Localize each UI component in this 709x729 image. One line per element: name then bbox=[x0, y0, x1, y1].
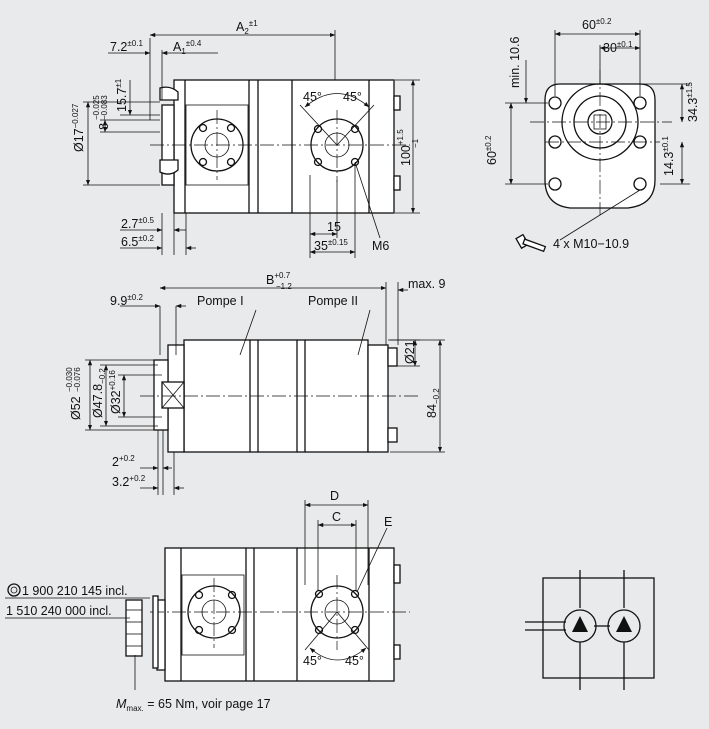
svg-text:max. 9: max. 9 bbox=[408, 277, 446, 291]
svg-text:2.7±0.5: 2.7±0.5 bbox=[121, 216, 154, 231]
end-view bbox=[505, 30, 690, 253]
svg-text:−1: −1 bbox=[411, 138, 420, 148]
svg-text:84−0.2: 84−0.2 bbox=[425, 388, 441, 418]
svg-text:Ø32+0.16: Ø32+0.16 bbox=[108, 370, 123, 414]
svg-text:30±0.1: 30±0.1 bbox=[603, 40, 633, 55]
svg-text:3.2+0.2: 3.2+0.2 bbox=[112, 474, 146, 489]
svg-text:−0.083: −0.083 bbox=[100, 95, 109, 120]
svg-text:A2±1: A2±1 bbox=[236, 19, 258, 36]
svg-text:15.7±1: 15.7±1 bbox=[114, 78, 129, 112]
svg-text:min. 10.6: min. 10.6 bbox=[508, 37, 522, 88]
svg-text:−0.030: −0.030 bbox=[65, 367, 74, 392]
svg-text:7.2±0.1: 7.2±0.1 bbox=[110, 39, 143, 54]
svg-text:34.3±1.5: 34.3±1.5 bbox=[685, 82, 700, 122]
bolt-icon bbox=[515, 233, 547, 253]
svg-text:Pompe I: Pompe I bbox=[197, 294, 244, 308]
svg-text:100+1.5: 100+1.5 bbox=[396, 129, 413, 166]
svg-text:−1.2: −1.2 bbox=[276, 282, 292, 291]
svg-text:B+0.7: B+0.7 bbox=[266, 271, 291, 287]
svg-text:A1±0.4: A1±0.4 bbox=[173, 39, 202, 56]
circle-symbol-icon bbox=[7, 583, 21, 597]
svg-text:Ø52: Ø52 bbox=[69, 396, 83, 420]
svg-text:35±0.15: 35±0.15 bbox=[314, 238, 348, 253]
pump-symbol-icon bbox=[563, 609, 597, 643]
svg-text:6.5±0.2: 6.5±0.2 bbox=[121, 234, 154, 249]
pump-symbol-icon bbox=[607, 609, 641, 643]
svg-text:−0.076: −0.076 bbox=[73, 367, 82, 392]
svg-text:9.9±0.2: 9.9±0.2 bbox=[110, 293, 143, 308]
hydraulic-symbol bbox=[525, 570, 655, 690]
svg-text:Ø47.8−0.2: Ø47.8−0.2 bbox=[91, 368, 107, 418]
side-view bbox=[85, 282, 445, 495]
bottom-view bbox=[5, 500, 410, 690]
svg-text:Ø17−0.027: Ø17−0.027 bbox=[71, 103, 86, 152]
svg-text:60±0.2: 60±0.2 bbox=[582, 17, 612, 32]
svg-text:Ø21: Ø21 bbox=[403, 340, 417, 364]
svg-text:45°: 45° bbox=[303, 90, 322, 104]
svg-text:E: E bbox=[384, 515, 392, 529]
svg-text:1 900 210 145 incl.: 1 900 210 145 incl. bbox=[22, 584, 128, 598]
labels: A2±1 7.2±0.1 A1±0.4 15.7±1 8 −0.025 −0.0… bbox=[6, 17, 700, 713]
svg-text:−0.025: −0.025 bbox=[92, 95, 101, 120]
svg-text:2+0.2: 2+0.2 bbox=[112, 454, 135, 469]
top-view bbox=[83, 30, 420, 258]
svg-text:Pompe II: Pompe II bbox=[308, 294, 358, 308]
svg-text:60±0.2: 60±0.2 bbox=[484, 135, 499, 165]
svg-text:45°: 45° bbox=[345, 654, 364, 668]
svg-text:15: 15 bbox=[327, 220, 341, 234]
svg-text:D: D bbox=[330, 489, 339, 503]
svg-text:M6: M6 bbox=[372, 239, 389, 253]
svg-text:45°: 45° bbox=[343, 90, 362, 104]
svg-text:1 510 240 000 incl.: 1 510 240 000 incl. bbox=[6, 604, 112, 618]
svg-text:14.3±0.1: 14.3±0.1 bbox=[661, 136, 676, 176]
svg-text:Mmax. = 65 Nm, voir page 17: Mmax. = 65 Nm, voir page 17 bbox=[116, 697, 271, 713]
svg-text:C: C bbox=[332, 510, 341, 524]
svg-text:8: 8 bbox=[97, 123, 111, 130]
svg-text:45°: 45° bbox=[303, 654, 322, 668]
svg-text:4 x M10−10.9: 4 x M10−10.9 bbox=[553, 237, 629, 251]
